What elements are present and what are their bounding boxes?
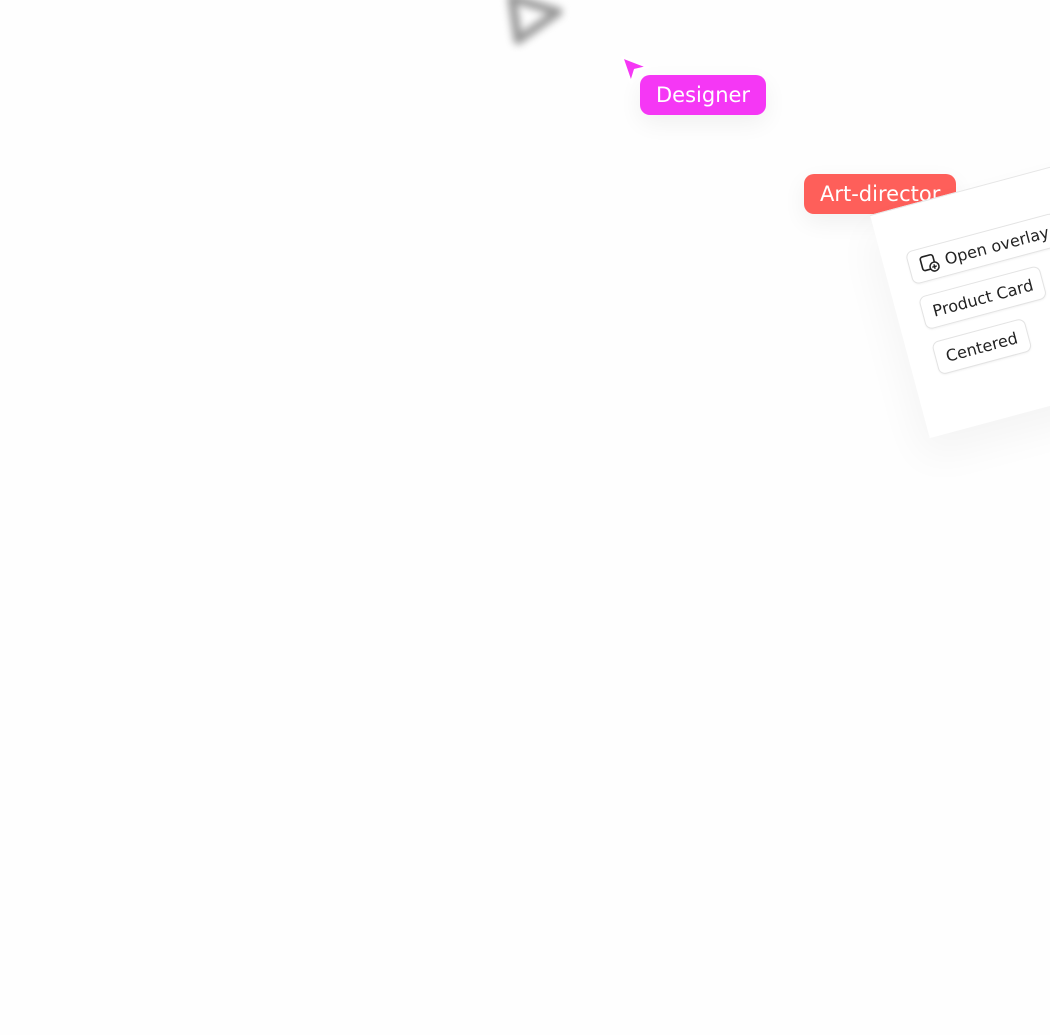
blurred-play-shape-icon	[507, 0, 563, 45]
centered-label: Centered	[943, 327, 1020, 366]
open-overlay-label: Open overlay	[942, 222, 1050, 269]
open-overlay-button[interactable]: Open overlay	[904, 212, 1050, 286]
centered-button[interactable]: Centered	[931, 317, 1033, 376]
designer-cursor-icon	[620, 55, 650, 85]
product-card-label: Product Card	[930, 275, 1036, 321]
overlay-panel: Open overlay Product Card Centered	[870, 147, 1050, 439]
designer-cursor-label: Designer	[640, 75, 767, 115]
window-plus-icon	[919, 253, 940, 272]
